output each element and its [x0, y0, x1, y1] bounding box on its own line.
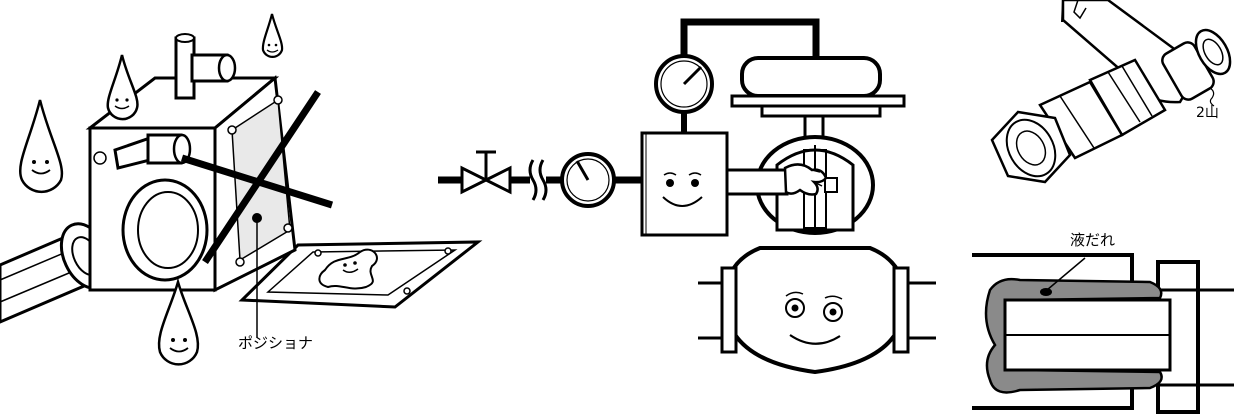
liquid-drip-leader-line	[1046, 257, 1086, 291]
manual-valve-icon	[460, 150, 512, 195]
floor-sheet	[238, 240, 483, 309]
pipe-break-mark	[528, 159, 538, 201]
positioner-scene: ポジショナ	[0, 13, 483, 366]
pressure-gauge-icon	[654, 54, 714, 114]
drip-cross-section	[972, 253, 1234, 414]
pressure-gauge-icon	[560, 152, 616, 208]
valve-system	[438, 18, 936, 375]
droplet-face-icon	[261, 13, 284, 58]
thread-count-brace	[1209, 87, 1215, 107]
robot-hand-icon	[725, 163, 828, 196]
actuator	[730, 56, 906, 148]
cross-mark-icon	[180, 90, 334, 264]
tube-fitting-taped	[990, 0, 1232, 184]
droplet-face-icon	[18, 99, 64, 193]
positioner-face-box	[640, 131, 729, 237]
droplet-face-icon	[106, 54, 139, 121]
sealant-blob	[984, 277, 1163, 394]
puddle-face-icon	[318, 248, 378, 290]
liquid-drip-label: 液だれ	[1070, 231, 1115, 249]
two-threads-label: 2山	[1196, 105, 1219, 121]
droplet-face-icon	[157, 277, 200, 366]
valve-body-face	[698, 246, 936, 375]
positioner-label: ポジショナ	[238, 334, 313, 352]
